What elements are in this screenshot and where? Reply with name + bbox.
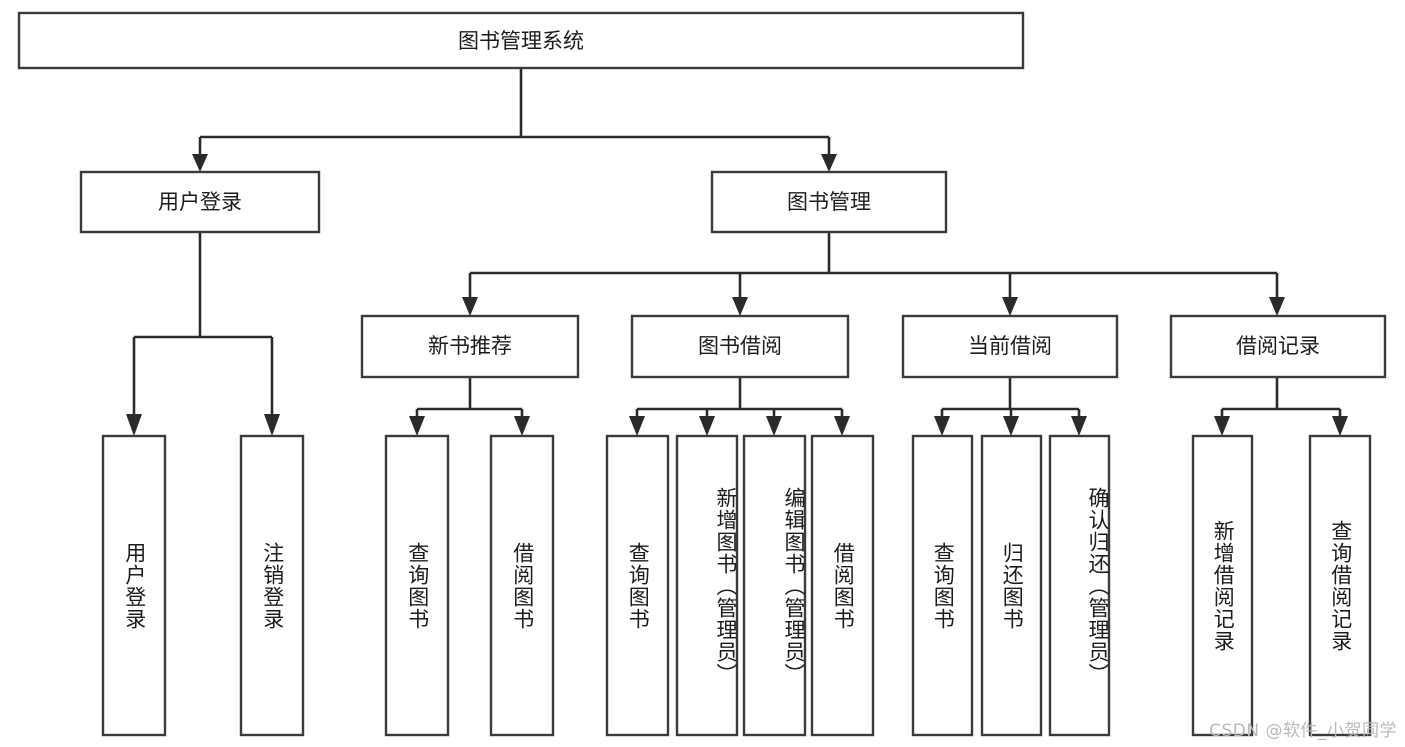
arrowhead-leaf-query-book-2 [629, 416, 645, 436]
arrowhead-leaf-add-record [1214, 416, 1230, 436]
connector-group-book-borrow [629, 378, 850, 436]
node-borrow-record-label: 借阅记录 [1236, 334, 1320, 358]
node-leaf-user-login[interactable] [101, 434, 167, 737]
node-leaf-borrow-book-1[interactable] [489, 434, 555, 737]
node-book-management-label: 图书管理 [787, 190, 871, 214]
arrowhead-new-book-recommend [462, 297, 478, 316]
node-current-borrow[interactable] [901, 314, 1119, 379]
arrowhead-current-borrow [1002, 297, 1018, 316]
arrowhead-leaf-add-book [699, 416, 715, 436]
arrowhead-leaf-borrow-book-2 [834, 416, 850, 436]
node-leaf-confirm-return[interactable] [1048, 434, 1111, 737]
node-book-borrow[interactable] [630, 314, 850, 379]
connector-group-new-book-recommend [409, 378, 530, 436]
node-leaf-query-book-3[interactable] [911, 434, 974, 737]
node-root-label: 图书管理系统 [458, 29, 584, 53]
arrowhead-book-borrow [732, 297, 748, 316]
node-leaf-edit-book[interactable] [742, 434, 807, 737]
node-leaf-query-book-1[interactable] [384, 434, 450, 737]
arrowhead-book-management [821, 154, 837, 172]
node-leaf-add-record[interactable] [1191, 434, 1254, 737]
node-leaf-borrow-book-2[interactable] [810, 434, 875, 737]
arrowhead-borrow-record [1269, 297, 1285, 316]
node-new-book-recommend-label: 新书推荐 [428, 334, 512, 358]
node-new-book-recommend[interactable] [360, 314, 580, 379]
arrowhead-leaf-borrow-book-1 [514, 416, 530, 436]
node-book-management[interactable] [710, 170, 948, 234]
watermark-text: CSDN @软件_小贺同学 [1209, 721, 1397, 741]
node-book-borrow-label: 图书借阅 [698, 334, 782, 358]
connector-group-borrow-record [1214, 378, 1348, 436]
arrowhead-leaf-query-record [1332, 416, 1348, 436]
connector-group-book-management [462, 232, 1285, 316]
arrowhead-user-login [192, 154, 208, 172]
connector-group-current-borrow [934, 378, 1087, 436]
arrowhead-leaf-user-login [126, 414, 142, 436]
node-leaf-add-book[interactable] [675, 434, 739, 737]
connector-group-root [192, 68, 837, 172]
node-current-borrow-label: 当前借阅 [968, 334, 1052, 358]
node-user-login[interactable] [79, 170, 321, 234]
node-leaf-query-record[interactable] [1308, 434, 1372, 737]
node-user-login-label: 用户登录 [158, 190, 242, 214]
arrowhead-leaf-query-book-3 [934, 416, 950, 436]
node-leaf-return-book[interactable] [980, 434, 1043, 737]
arrowhead-leaf-return-book [1003, 416, 1019, 436]
node-root[interactable] [17, 11, 1025, 70]
connector-group-user-login [126, 232, 280, 436]
node-leaf-logout[interactable] [239, 434, 305, 737]
arrowhead-leaf-edit-book [766, 416, 782, 436]
node-leaf-query-book-2[interactable] [605, 434, 670, 737]
arrowhead-leaf-query-book-1 [409, 416, 425, 436]
arrowhead-leaf-logout [264, 414, 280, 436]
node-borrow-record[interactable] [1169, 314, 1387, 379]
arrowhead-leaf-confirm-return [1071, 416, 1087, 436]
